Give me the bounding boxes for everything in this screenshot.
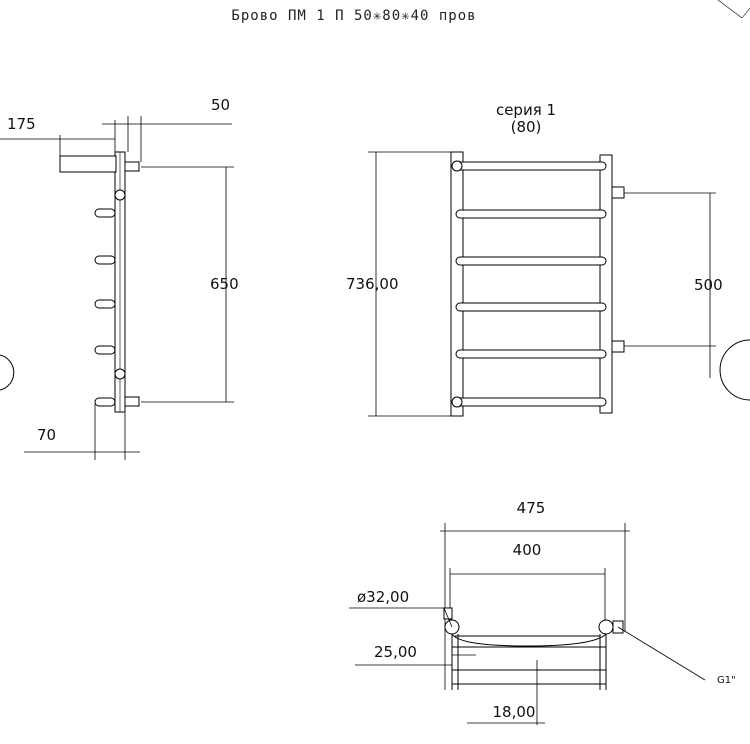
top-dim-475: 475 (517, 499, 546, 517)
side-rung (94, 299, 116, 309)
side-rung (94, 345, 116, 355)
top-dim-diameter: ø32,00 (357, 588, 409, 606)
top-view: 475 400 ø32,00 25,00 18,00 G1" (349, 499, 736, 725)
side-dim-50: 50 (211, 96, 230, 114)
front-inlet-bottom (611, 340, 625, 353)
front-rung (455, 349, 607, 359)
front-rung (455, 161, 607, 171)
drawing-title: Брово ПМ 1 П 50✳80✳40 пров (231, 8, 476, 24)
side-top-bracket (59, 155, 117, 173)
series-label: серия 1 (496, 101, 556, 119)
front-rung (455, 256, 607, 266)
top-dim-wall: 25,00 (374, 643, 417, 661)
side-dim-175: 175 (7, 115, 36, 133)
side-inlet-bottom (124, 396, 140, 407)
top-dim-400: 400 (513, 541, 542, 559)
front-left-collector (450, 151, 464, 417)
top-dim-gap: 18,00 (493, 703, 536, 721)
top-shelf-curve (451, 633, 607, 647)
front-rung (455, 397, 607, 407)
front-rung (455, 209, 607, 219)
top-right-collector (598, 619, 614, 635)
edge-circle-left (0, 354, 15, 391)
front-dim-500: 500 (694, 276, 723, 294)
side-rung (94, 208, 116, 218)
front-dim-736: 736,00 (346, 275, 399, 293)
side-rung (94, 397, 116, 407)
top-thread-label: G1" (717, 675, 736, 686)
series-sub-label: (80) (511, 118, 542, 136)
edge-circle-right (719, 339, 750, 401)
side-view: 175 50 650 70 (0, 96, 239, 460)
corner-fragment-top-right (717, 0, 750, 19)
front-view: серия 1 (80) 736,00 500 (346, 101, 723, 417)
front-inlet-top (611, 186, 625, 199)
top-left-inlet (443, 607, 453, 620)
side-inlet-top (124, 161, 140, 172)
front-right-collector (599, 154, 613, 414)
front-nut-bottom (451, 396, 463, 408)
front-nut-top (451, 160, 463, 172)
side-rung (94, 255, 116, 265)
side-dim-70: 70 (37, 426, 56, 444)
side-dim-650: 650 (210, 275, 239, 293)
side-nut-bottom (114, 368, 126, 380)
side-nut-top (114, 189, 126, 201)
front-rung (455, 302, 607, 312)
